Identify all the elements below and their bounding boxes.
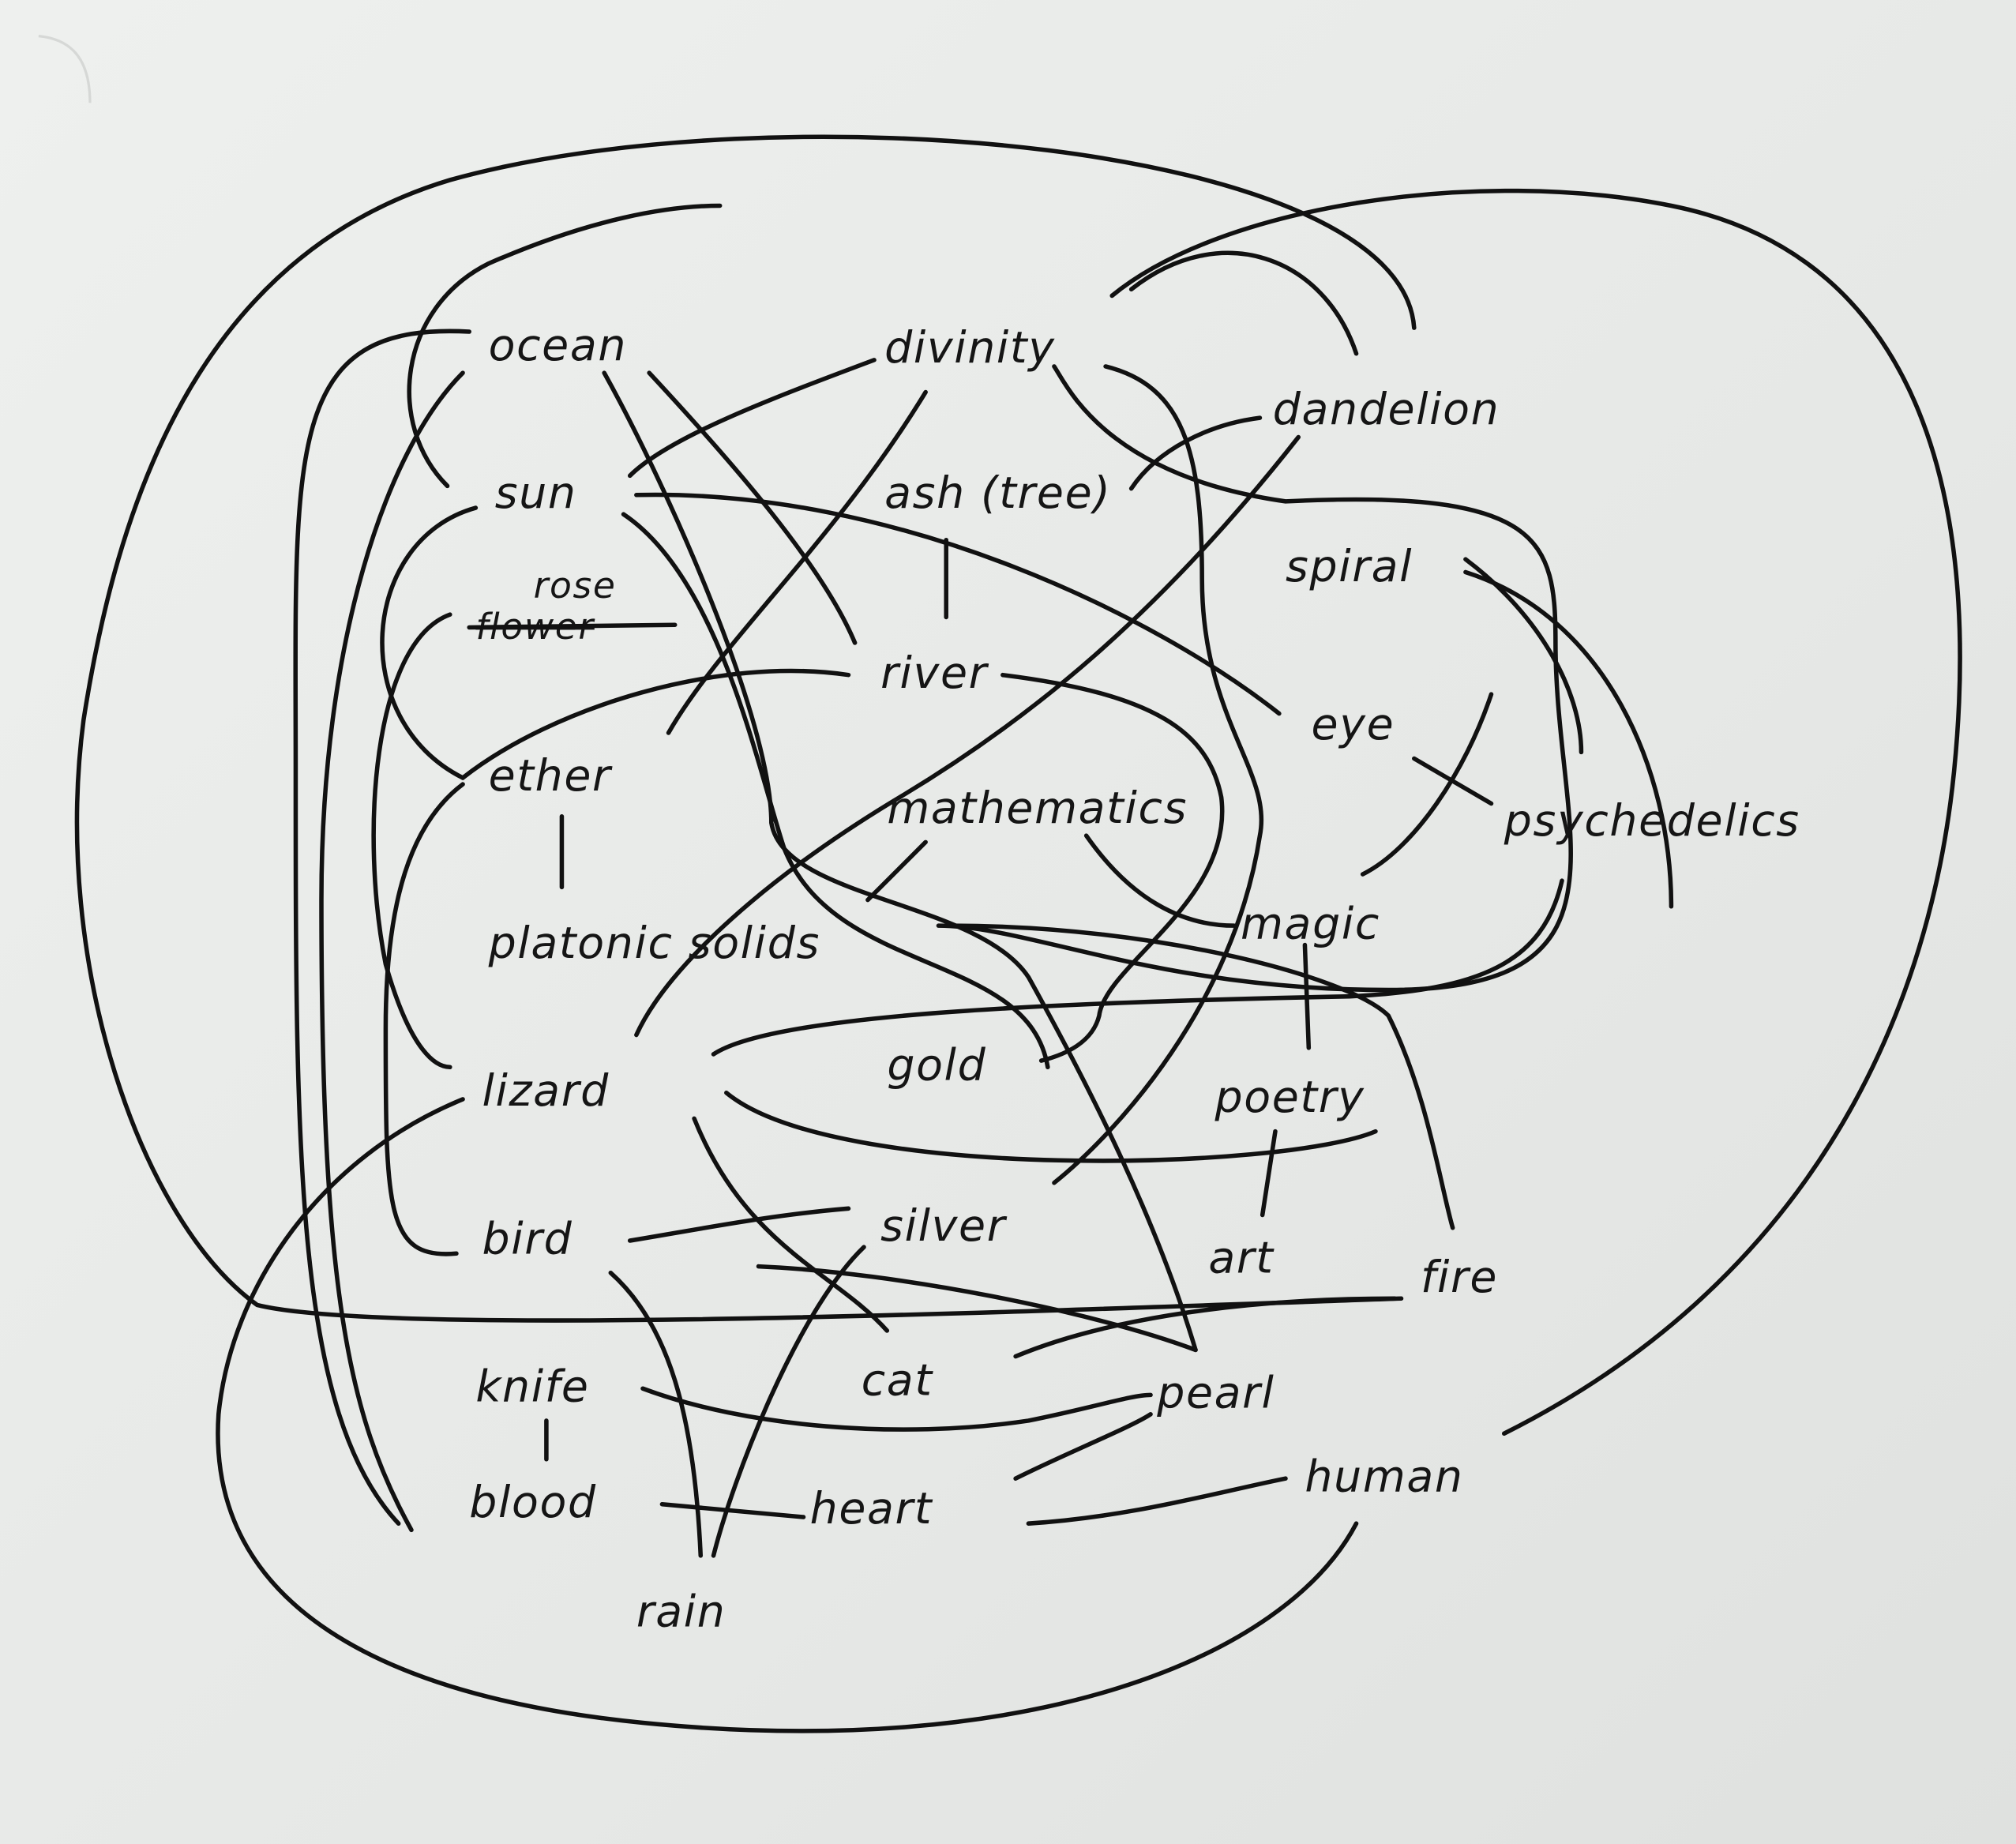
node-cat: cat: [862, 1355, 934, 1406]
line-bird-ether: [383, 782, 465, 1256]
strikethrough-mark: [467, 622, 678, 630]
node-eye: eye: [1312, 700, 1395, 750]
line-dandelion-lizard: [634, 434, 1301, 1038]
line-knife-pearl: [640, 1386, 1153, 1432]
node-mathematics: mathematics: [887, 783, 1188, 834]
node-human: human: [1305, 1452, 1463, 1502]
node-spiral: spiral: [1286, 542, 1413, 592]
line-blood-heart: [659, 1501, 806, 1519]
node-gold: gold: [887, 1041, 986, 1091]
line-dandelion-ash: [1128, 415, 1263, 491]
connection-lines: [74, 134, 1962, 1733]
line-divinity-sun: [627, 358, 877, 479]
line-sun-ether: [380, 505, 479, 780]
node-rain: rain: [636, 1587, 726, 1637]
node-platonic-solids: platonic solids: [488, 918, 820, 969]
line-sun-eye: [634, 492, 1282, 716]
node-poetry: poetry: [1214, 1072, 1365, 1123]
node-rose: rose: [534, 565, 617, 607]
node-psychedelics: psychedelics: [1504, 796, 1800, 847]
node-ocean: ocean: [489, 321, 627, 371]
line-divinity-outer-right-human: [1109, 188, 1962, 1436]
line-divinity-dandelion: [1128, 250, 1359, 356]
node-river: river: [880, 648, 989, 699]
line-lizard-cat: [692, 1116, 890, 1333]
line-spiral-right: [1463, 569, 1674, 909]
node-dandelion: dandelion: [1273, 385, 1500, 435]
line-ocean-river: [647, 370, 858, 645]
word-nodes: ocean divinity dandelion sun ash (tree) …: [467, 321, 1800, 1637]
node-pearl: pearl: [1156, 1369, 1275, 1419]
node-sun: sun: [495, 468, 577, 519]
line-spiral-magic: [1360, 692, 1494, 877]
line-divinity-platonic-solids: [936, 364, 1573, 993]
node-fire: fire: [1421, 1252, 1498, 1303]
line-heart-human: [1026, 1476, 1288, 1526]
node-lizard: lizard: [482, 1066, 610, 1117]
node-silver: silver: [880, 1201, 1008, 1252]
line-ocean-blood: [293, 329, 471, 1526]
line-bird-rain: [608, 1270, 704, 1558]
line-spiral-psychedelics: [1463, 557, 1584, 755]
line-lizard-right: [724, 1091, 1378, 1163]
line-ocean-blood-2: [319, 370, 465, 1533]
line-cat-fire: [1013, 1296, 1398, 1359]
line-mathematics-magic: [1083, 833, 1237, 928]
line-divinity-ether: [666, 389, 928, 735]
node-blood: blood: [469, 1478, 597, 1528]
node-bird: bird: [482, 1214, 573, 1264]
node-divinity: divinity: [884, 323, 1056, 374]
node-art: art: [1208, 1234, 1275, 1284]
line-silver-rain: [711, 1245, 866, 1558]
node-ash-tree: ash (tree): [884, 468, 1111, 519]
line-poetry-art: [1260, 1129, 1278, 1218]
line-heart-pearl: [1013, 1412, 1153, 1481]
paper-corner-edge: [38, 34, 92, 103]
node-ether: ether: [489, 751, 613, 802]
line-bird-silver: [627, 1206, 851, 1243]
line-platonic-solids-fire: [948, 923, 1455, 1230]
line-lizard-human-loop: [216, 1097, 1359, 1733]
line-flower-lizard: [371, 612, 452, 1070]
node-magic: magic: [1241, 899, 1380, 949]
line-river-gold: [1000, 672, 1225, 1063]
line-river-ether: [460, 668, 851, 780]
line-psychedelics-lizard: [711, 878, 1564, 1057]
node-knife: knife: [475, 1362, 589, 1413]
node-heart: heart: [810, 1484, 933, 1534]
line-mathematics-platonic-solids: [865, 839, 928, 903]
line-sun-loop: [407, 203, 723, 489]
line-bird-pearl: [756, 1264, 1198, 1353]
line-dandelion-outer-loop-fire: [74, 134, 1417, 1323]
